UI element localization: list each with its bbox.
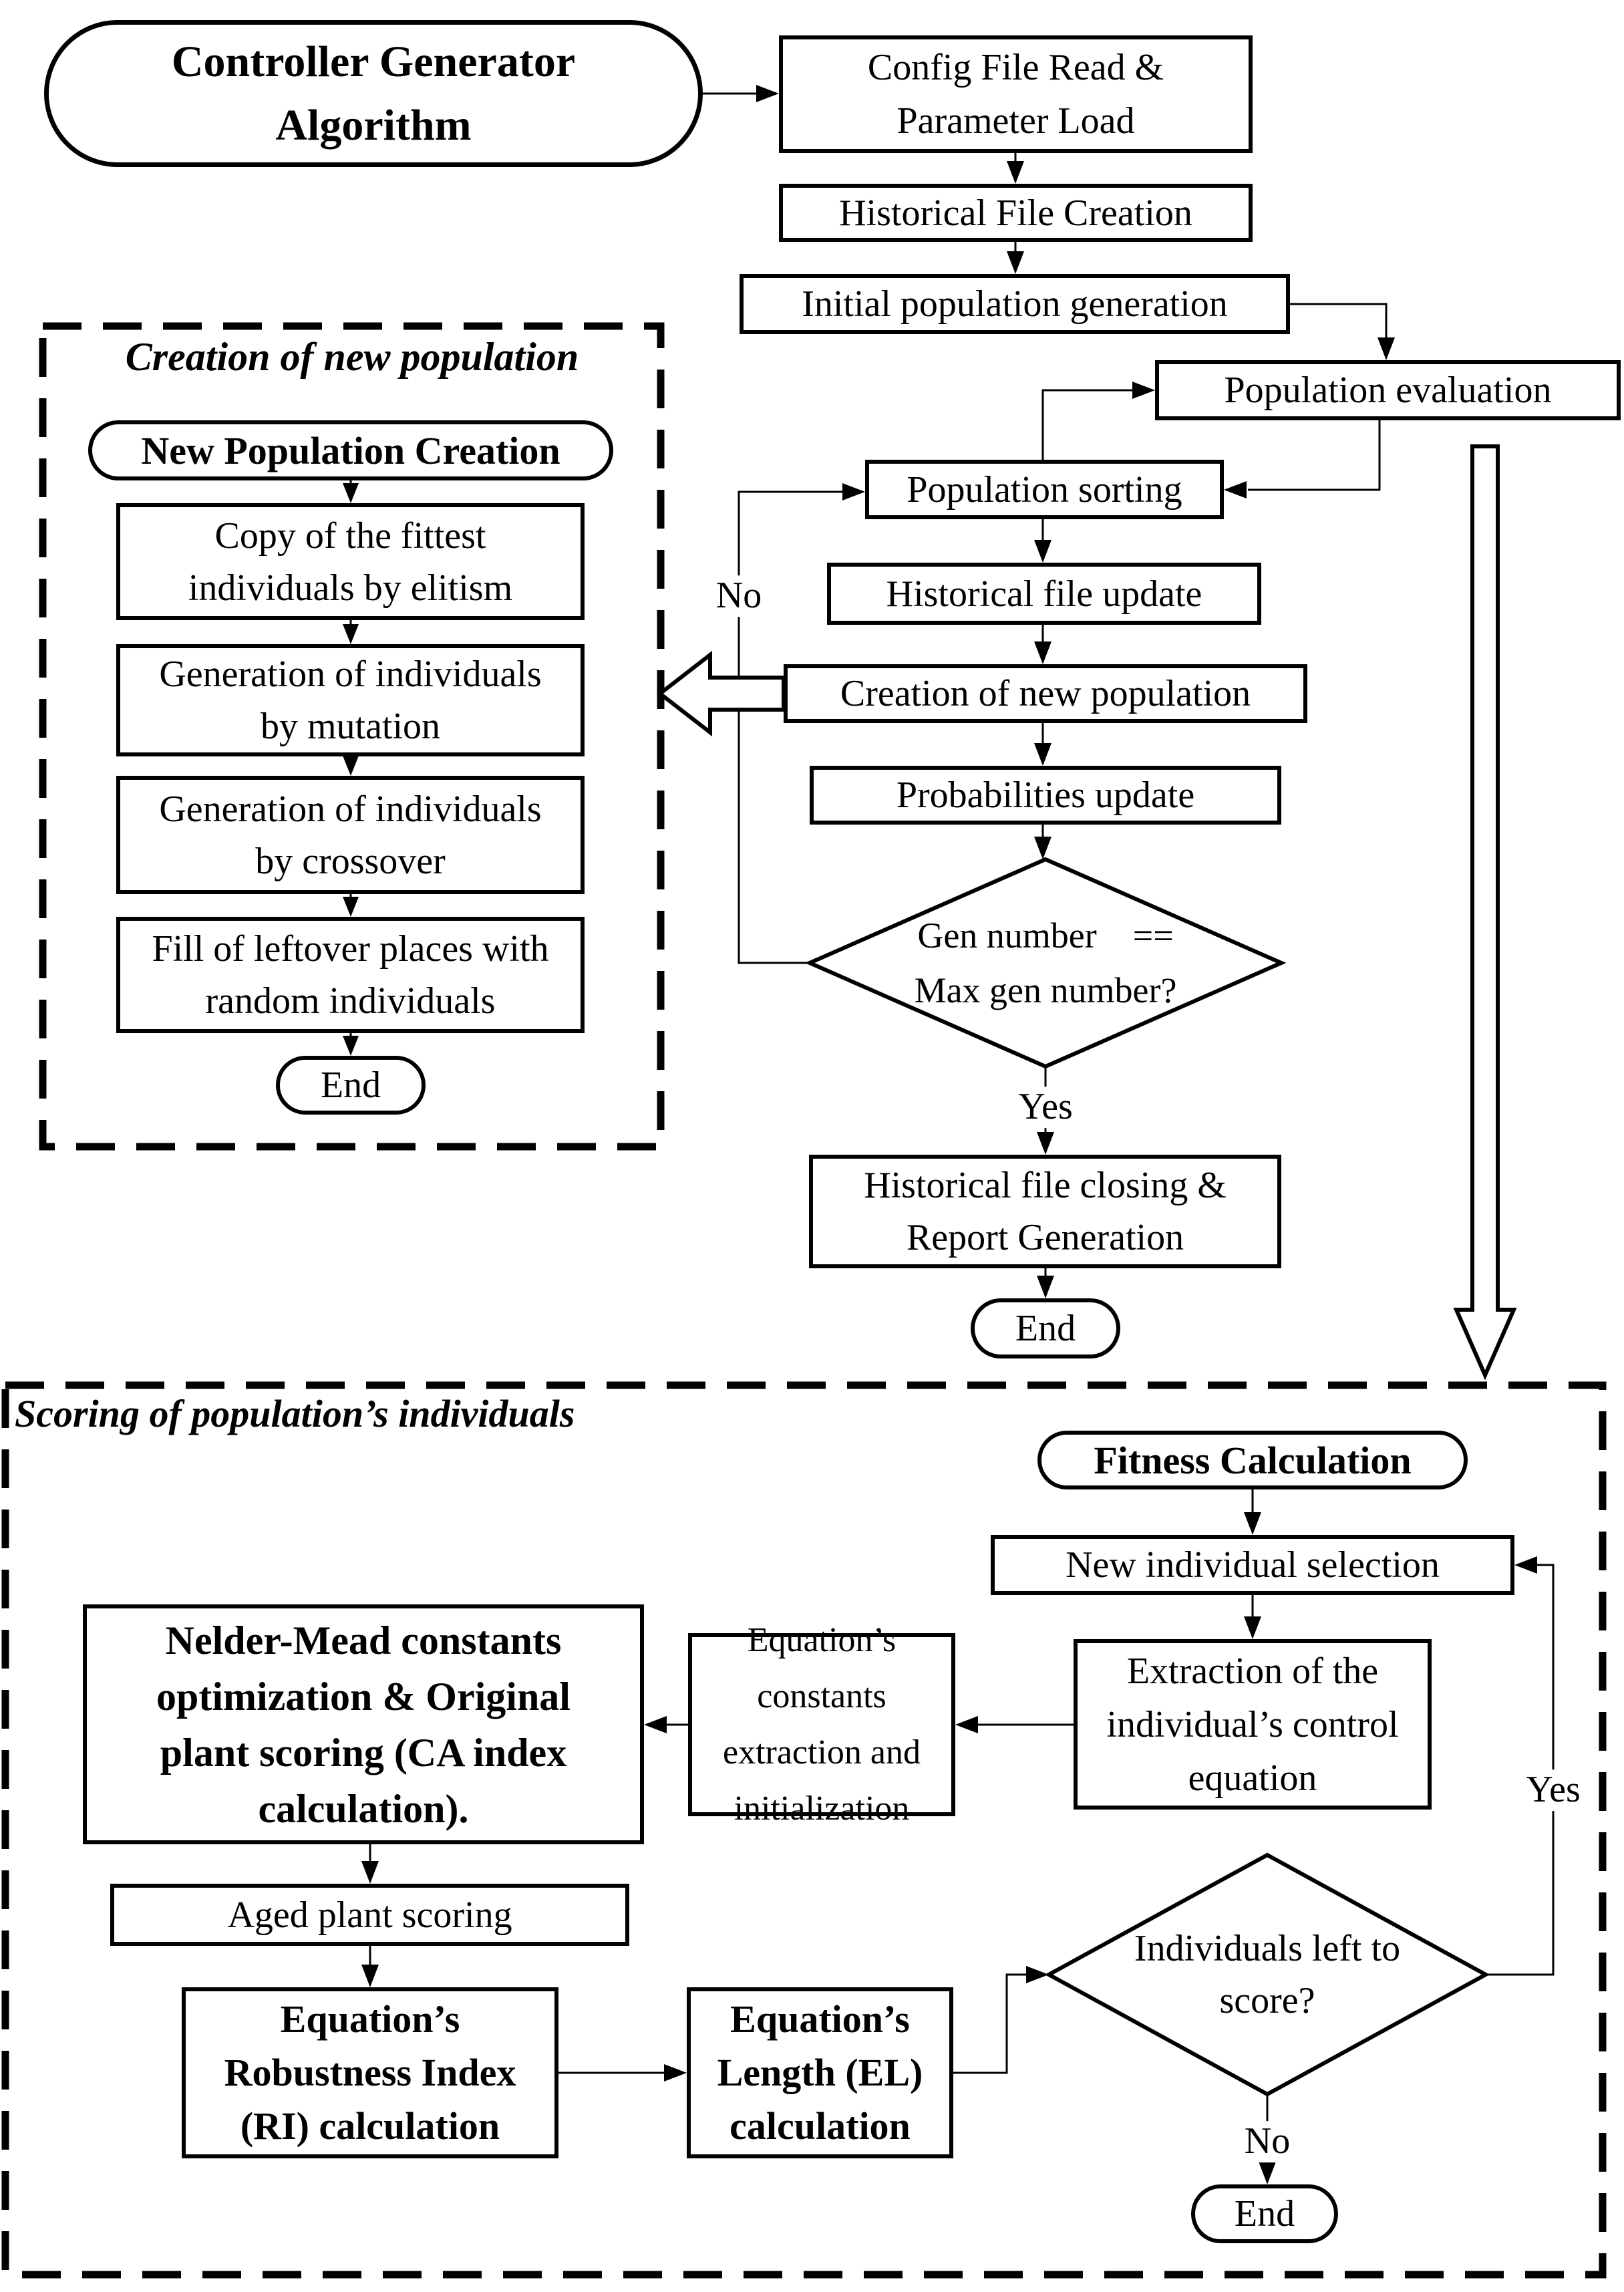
individuals-left-decision-text: Individuals left to score?	[1134, 1928, 1401, 2021]
new-population-creation-terminator: New Population Creation	[88, 420, 613, 480]
block-arrow-to-creation-panel	[657, 650, 786, 737]
probabilities-update-step: Probabilities update	[810, 766, 1281, 825]
arrow-initialpop-to-evaluation	[1290, 303, 1388, 339]
equation-length-step: Equation’s Length (EL) calculation	[687, 1987, 953, 2158]
creation-of-new-population-step: Creation of new population	[784, 664, 1307, 723]
historical-file-creation-step: Historical File Creation	[779, 184, 1253, 242]
crossover-generation-step: Generation of individuals by crossover	[116, 776, 585, 894]
nelder-mead-optimization-step: Nelder-Mead constants optimization & Ori…	[83, 1604, 644, 1844]
scoring-yes-label: Yes	[1516, 1769, 1590, 1811]
arrow-evaluation-to-sorting	[1248, 420, 1381, 491]
config-file-read-step: Config File Read & Parameter Load	[779, 35, 1253, 153]
initial-population-generation-step: Initial population generation	[740, 274, 1290, 334]
creation-panel-title: Creation of new population	[125, 335, 579, 379]
fitness-calculation-terminator: Fitness Calculation	[1037, 1431, 1468, 1489]
mutation-generation-step: Generation of individuals by mutation	[116, 644, 585, 756]
scoring-panel-border	[1, 1381, 1607, 2279]
gen-number-decision-diamond	[804, 857, 1287, 1069]
control-equation-extraction-step: Extraction of the individual’s control e…	[1074, 1639, 1432, 1810]
aged-plant-scoring-step: Aged plant scoring	[110, 1884, 629, 1946]
scoring-panel-title: Scoring of population’s individuals	[15, 1392, 575, 1435]
arrow-length-to-decision2	[953, 1973, 1027, 2074]
population-evaluation-step: Population evaluation	[1155, 360, 1621, 420]
robustness-index-step: Equation’s Robustness Index (RI) calcula…	[182, 1987, 558, 2158]
arrow-decision-no-to-sorting	[738, 490, 844, 964]
population-sorting-step: Population sorting	[865, 460, 1224, 519]
new-individual-selection-step: New individual selection	[991, 1535, 1514, 1595]
block-arrow-to-scoring-panel	[1453, 444, 1517, 1381]
elitism-copy-step: Copy of the fittest individuals by eliti…	[116, 503, 585, 620]
creation-panel-border	[39, 322, 665, 1151]
scoring-no-label: No	[1235, 2121, 1300, 2162]
historical-file-closing-step: Historical file closing & Report Generat…	[809, 1155, 1281, 1268]
main-end-terminator: End	[971, 1298, 1120, 1358]
fill-random-individuals-step: Fill of leftover places with random indi…	[116, 917, 585, 1033]
start-terminator: Controller Generator Algorithm	[44, 20, 703, 167]
arrowheads	[343, 85, 1537, 2184]
decision-diamonds	[804, 857, 1490, 2097]
individuals-left-decision-diamond	[1044, 1852, 1490, 2097]
constants-extraction-step: Equation’s constants extraction and init…	[688, 1621, 955, 1828]
decision-no-label: No	[706, 575, 772, 617]
decision-yes-label: Yes	[1009, 1087, 1082, 1128]
arrow-sorting-to-evaluation	[1041, 389, 1134, 460]
creation-panel-end-terminator: End	[276, 1056, 426, 1115]
historical-file-update-step: Historical file update	[827, 563, 1261, 625]
scoring-end-terminator: End	[1191, 2184, 1338, 2243]
gen-number-decision-text: Gen number == Max gen number?	[914, 915, 1177, 1010]
